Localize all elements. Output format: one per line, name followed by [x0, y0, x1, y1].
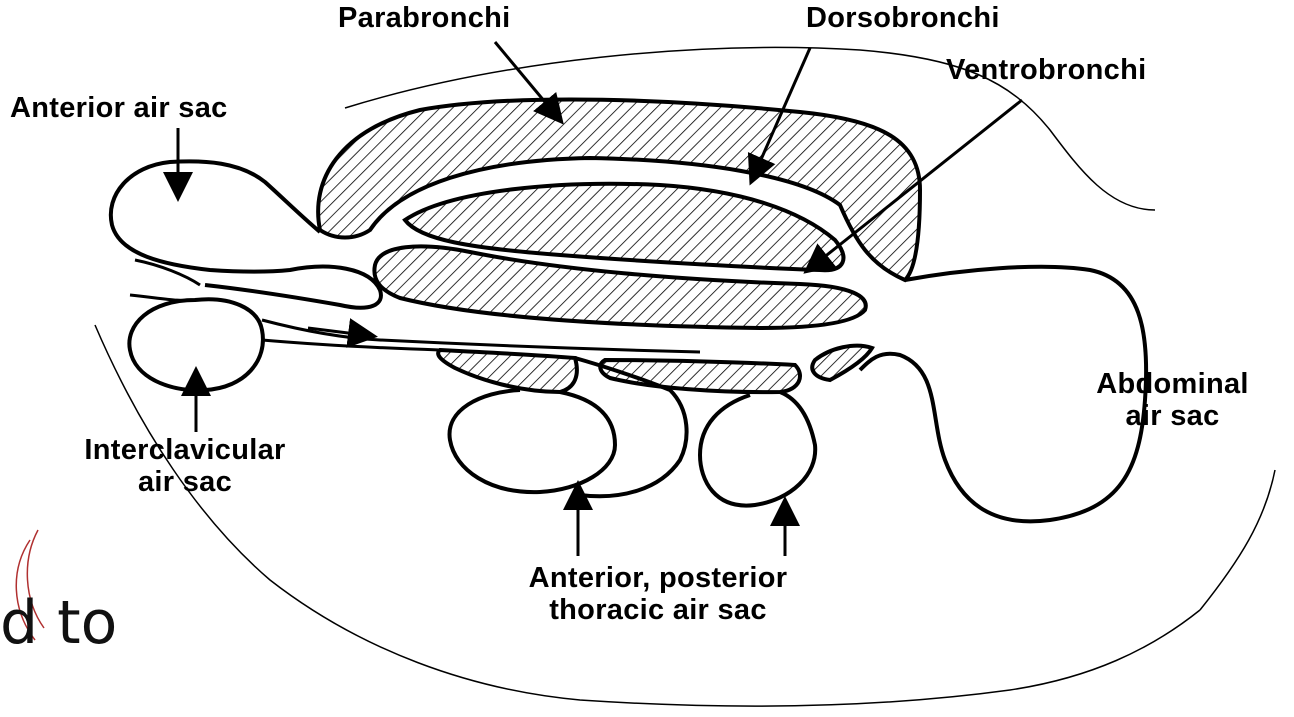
right-outline — [1200, 470, 1275, 610]
label-abdominal-line1: Abdominal — [1060, 368, 1285, 400]
label-abdominal-air-sac: Abdominal air sac — [1060, 368, 1285, 432]
label-abdominal-line2: air sac — [1060, 400, 1285, 432]
label-interclavicular-air-sac: Interclavicular air sac — [30, 434, 340, 498]
label-parabronchi: Parabronchi — [338, 2, 511, 34]
label-thoracic-line2: thoracic air sac — [458, 594, 858, 626]
label-dorsobronchi: Dorsobronchi — [806, 2, 1000, 34]
label-anterior-air-sac: Anterior air sac — [10, 92, 228, 124]
slide-body-text-fragment: d to — [0, 588, 117, 658]
posterior-thoracic-air-sac — [700, 392, 815, 506]
anterior-thoracic-air-sac — [450, 390, 615, 492]
label-thoracic-line1: Anterior, posterior — [458, 562, 858, 594]
lobe-right — [812, 346, 872, 380]
label-thoracic-air-sac: Anterior, posterior thoracic air sac — [458, 562, 858, 626]
label-interclavicular-line1: Interclavicular — [30, 434, 340, 466]
label-ventrobronchi: Ventrobronchi — [946, 54, 1146, 86]
lobe-left — [438, 350, 577, 392]
label-interclavicular-line2: air sac — [30, 466, 340, 498]
